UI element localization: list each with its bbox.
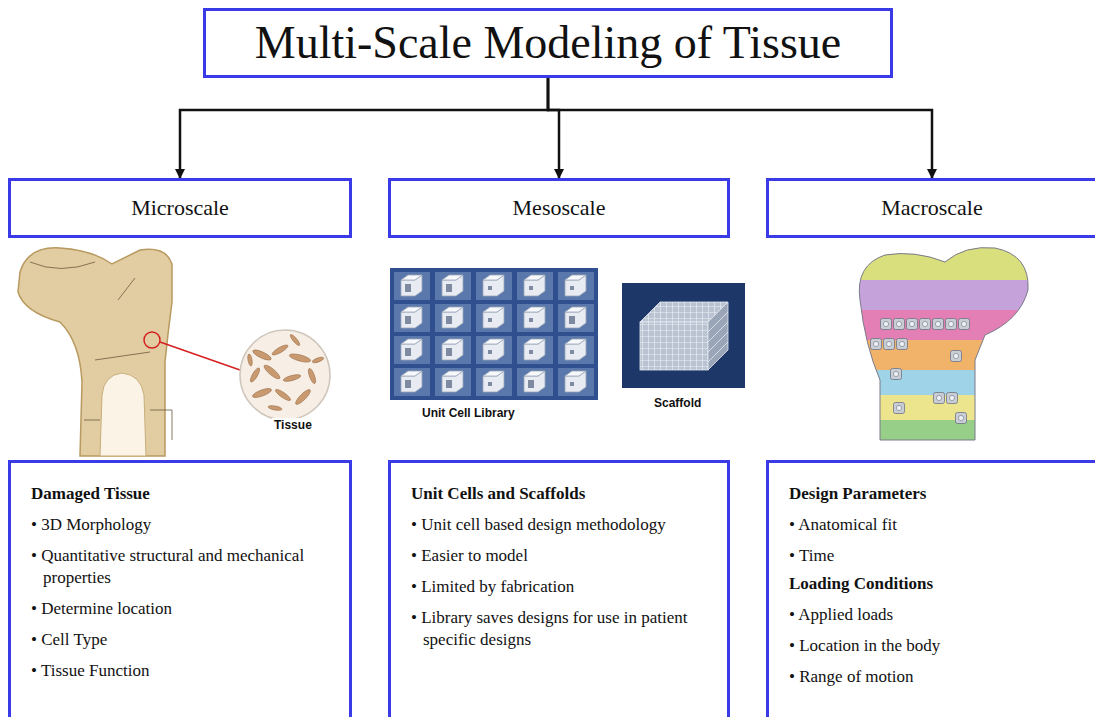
section-heading: Damaged Tissue: [31, 483, 333, 505]
bullet-item: • Easier to model: [411, 545, 711, 567]
scale-heading: Mesoscale: [513, 195, 606, 220]
section-heading: Unit Cells and Scaffolds: [411, 483, 711, 505]
bullet-item: • Cell Type: [31, 629, 333, 651]
section-heading: Design Parameters: [789, 483, 1079, 505]
unit-cell-library: [390, 268, 598, 400]
bullet-item: • Limited by fabrication: [411, 576, 711, 598]
scale-heading: Microscale: [131, 195, 229, 220]
figure-label: Unit Cell Library: [420, 406, 517, 420]
hierarchy-arrow: [548, 78, 932, 178]
bullet-item: • Quantitative structural and mechanical…: [31, 545, 333, 589]
bullet-item: • Range of motion: [789, 666, 1079, 688]
hierarchy-arrow: [548, 78, 559, 178]
description-box: Damaged Tissue • 3D Morphology • Quantitat…: [8, 460, 352, 717]
scaffold-illustration: [622, 283, 745, 388]
bullet-item: • Library saves designs for use in patie…: [411, 607, 711, 651]
bullet-item: • Location in the body: [789, 635, 1079, 657]
bullet-item: • Time: [789, 545, 1079, 567]
bullet-item: • Anatomical fit: [789, 514, 1079, 536]
bullet-item: • 3D Morphology: [31, 514, 333, 536]
title-text: Multi-Scale Modeling of Tissue: [255, 17, 842, 70]
bullet-item: • Determine location: [31, 598, 333, 620]
description-box: Unit Cells and Scaffolds • Unit cell base…: [388, 460, 730, 717]
scale-box: Mesoscale: [388, 178, 730, 238]
scale-box: Microscale: [8, 178, 352, 238]
hierarchy-arrow: [180, 78, 548, 178]
bullet-item: • Tissue Function: [31, 660, 333, 682]
title-box: Multi-Scale Modeling of Tissue: [203, 8, 893, 78]
section-heading: Loading Conditions: [789, 573, 1079, 595]
figure-label: Tissue: [272, 418, 314, 432]
scale-heading: Macroscale: [881, 195, 982, 220]
bullet-item: • Unit cell based design methodology: [411, 514, 711, 536]
scale-box: Macroscale: [766, 178, 1095, 238]
description-box: Design Parameters • Anatomical fit • TimeL…: [766, 460, 1095, 717]
figure-label: Scaffold: [652, 396, 703, 410]
femur-illustration: [18, 248, 330, 456]
femur-head-model: [850, 240, 1040, 445]
bullet-item: • Applied loads: [789, 604, 1079, 626]
